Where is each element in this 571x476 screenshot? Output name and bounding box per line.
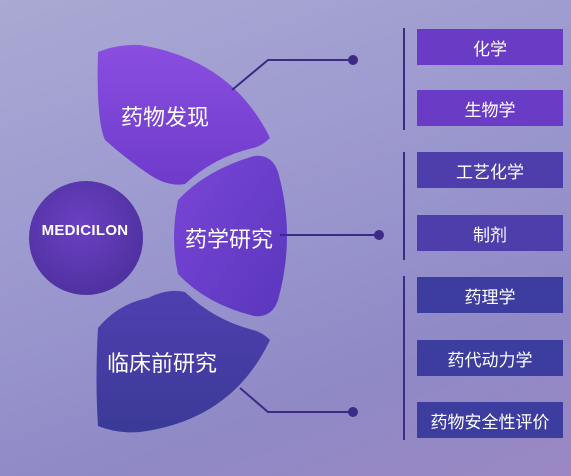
item-box-chemistry: 化学 xyxy=(417,29,563,65)
hub-label: MEDICILON xyxy=(41,222,129,239)
item-box-biology: 生物学 xyxy=(417,90,563,126)
hub-circle xyxy=(29,181,143,295)
item-box-safety-evaluation: 药物安全性评价 xyxy=(417,402,563,438)
stage-label-discovery: 药物发现 xyxy=(121,106,210,131)
connector-dot-pharma xyxy=(374,230,384,240)
stage-segment-discovery xyxy=(97,44,271,185)
stage-segment-preclinical xyxy=(96,290,270,433)
connector-preclinical xyxy=(239,387,352,413)
connector-dot-discovery xyxy=(348,55,358,65)
item-box-formulation: 制剂 xyxy=(417,215,563,251)
connector-discovery xyxy=(231,59,352,91)
stage-label-pharma: 药学研究 xyxy=(185,228,274,253)
connector-dot-preclinical xyxy=(348,407,358,417)
item-box-process-chemistry: 工艺化学 xyxy=(417,152,563,188)
stage-label-preclinical: 临床前研究 xyxy=(107,352,218,377)
item-box-pharmacology: 药理学 xyxy=(417,277,563,313)
item-box-pharmacokinetics: 药代动力学 xyxy=(417,340,563,376)
stage-segment-pharma xyxy=(174,155,287,317)
connectors xyxy=(231,59,376,413)
